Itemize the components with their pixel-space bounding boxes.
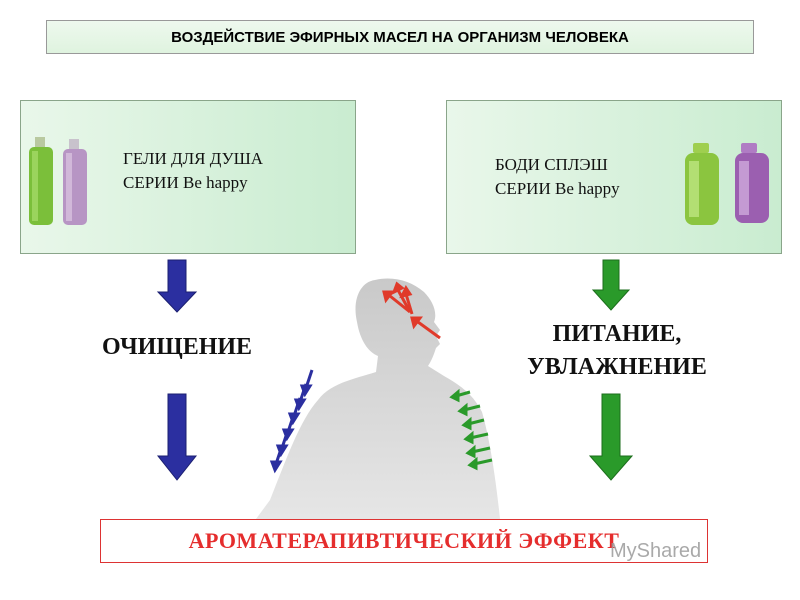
body-splash-bottles <box>683 141 779 234</box>
body-splash-line1: БОДИ СПЛЭШ <box>495 155 608 174</box>
small-blue-arrows <box>269 369 314 474</box>
body-splash-card: БОДИ СПЛЭШ СЕРИИ Be happy <box>446 100 782 254</box>
shower-gel-bottles <box>25 135 107 234</box>
cleansing-label: ОЧИЩЕНИЕ <box>102 334 253 360</box>
nutrition-label: ПИТАНИЕ, УВЛАЖНЕНИЕ <box>512 318 722 384</box>
watermark-logo: MyShared <box>610 540 702 562</box>
shower-gel-card: ГЕЛИ ДЛЯ ДУША СЕРИИ Be happy <box>20 100 356 254</box>
small-green-arrows <box>449 388 493 471</box>
down-arrow-icon <box>591 259 631 311</box>
nutrition-label-line1: ПИТАНИЕ, <box>552 321 682 347</box>
down-arrow-icon <box>588 393 634 481</box>
aromatherapy-effect: АРОМАТЕРАПИВТИЧЕСКИЙ ЭФФЕКТ <box>100 519 708 563</box>
shower-gel-line2: СЕРИИ Be happy <box>123 173 248 192</box>
shower-gel-text: ГЕЛИ ДЛЯ ДУША СЕРИИ Be happy <box>123 147 263 195</box>
small-red-arrows <box>382 281 441 340</box>
body-silhouette <box>256 278 500 519</box>
body-splash-line2: СЕРИИ Be happy <box>495 179 620 198</box>
down-arrow-icon <box>156 259 198 313</box>
nutrition-label-line2: УВЛАЖНЕНИЕ <box>527 354 707 380</box>
shower-gel-line1: ГЕЛИ ДЛЯ ДУША <box>123 149 264 168</box>
diagram-title: ВОЗДЕЙСТВИЕ ЭФИРНЫХ МАСЕЛ НА ОРГАНИЗМ ЧЕ… <box>46 20 754 54</box>
body-splash-text: БОДИ СПЛЭШ СЕРИИ Be happy <box>495 153 620 201</box>
down-arrow-icon <box>156 393 198 481</box>
